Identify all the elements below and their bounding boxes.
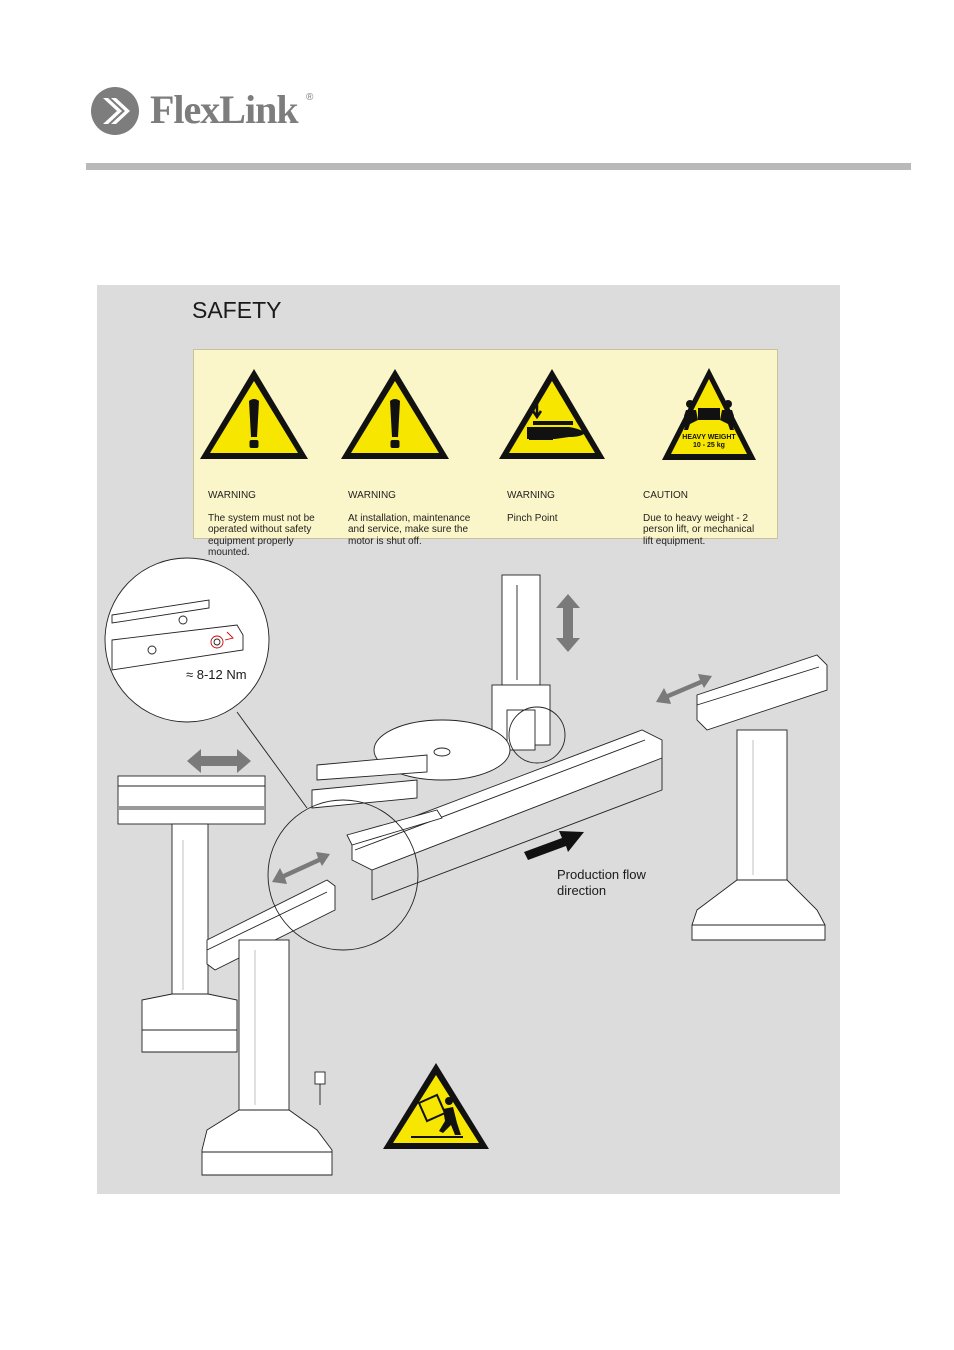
sign-text: At installation, maintenance and service… xyxy=(348,512,471,547)
torque-value: ≈ 8-12 Nm xyxy=(186,667,247,682)
sign-1-caption: WARNING The system must not be operated … xyxy=(208,478,338,570)
tipping-hazard-icon xyxy=(383,1063,489,1149)
pinch-point-icon xyxy=(499,369,605,459)
registered-mark: ® xyxy=(306,92,314,103)
diagonal-movement-arrow-icon xyxy=(656,674,712,704)
horizontal-movement-arrow-icon xyxy=(187,749,251,773)
production-flow-arrow-icon xyxy=(524,831,584,860)
flexlink-logo-icon xyxy=(91,87,139,135)
weight-range-label: 10 - 25 kg xyxy=(693,442,725,449)
diagonal-movement-arrow-icon xyxy=(272,852,330,884)
sign-heading: CAUTION xyxy=(643,489,688,501)
page-title: SAFETY xyxy=(192,297,282,323)
heavy-weight-icon: HEAVY WEIGHT 10 - 25 kg xyxy=(662,368,756,460)
heavy-weight-label: HEAVY WEIGHT xyxy=(682,434,736,441)
sign-text: The system must not be operated without … xyxy=(208,512,315,559)
sign-heading: WARNING xyxy=(507,489,555,501)
sign-heading: WARNING xyxy=(348,489,396,501)
exclamation-warning-icon xyxy=(200,369,308,459)
brand-name: FlexLink xyxy=(150,87,299,132)
sign-text: Pinch Point xyxy=(507,512,558,524)
header-divider xyxy=(86,163,911,170)
exclamation-warning-icon xyxy=(341,369,449,459)
sign-4-caption: CAUTION Due to heavy weight - 2 person l… xyxy=(643,478,773,559)
sign-text: Due to heavy weight - 2 person lift, or … xyxy=(643,512,755,547)
sign-heading: WARNING xyxy=(208,489,256,501)
vertical-movement-arrow-icon xyxy=(556,594,580,652)
sign-2-caption: WARNING At installation, maintenance and… xyxy=(348,478,488,559)
conveyor-assembly-illustration xyxy=(104,557,828,1176)
sign-3-caption: WARNING Pinch Point xyxy=(507,478,627,536)
production-flow-label: Production flow direction xyxy=(557,867,646,898)
